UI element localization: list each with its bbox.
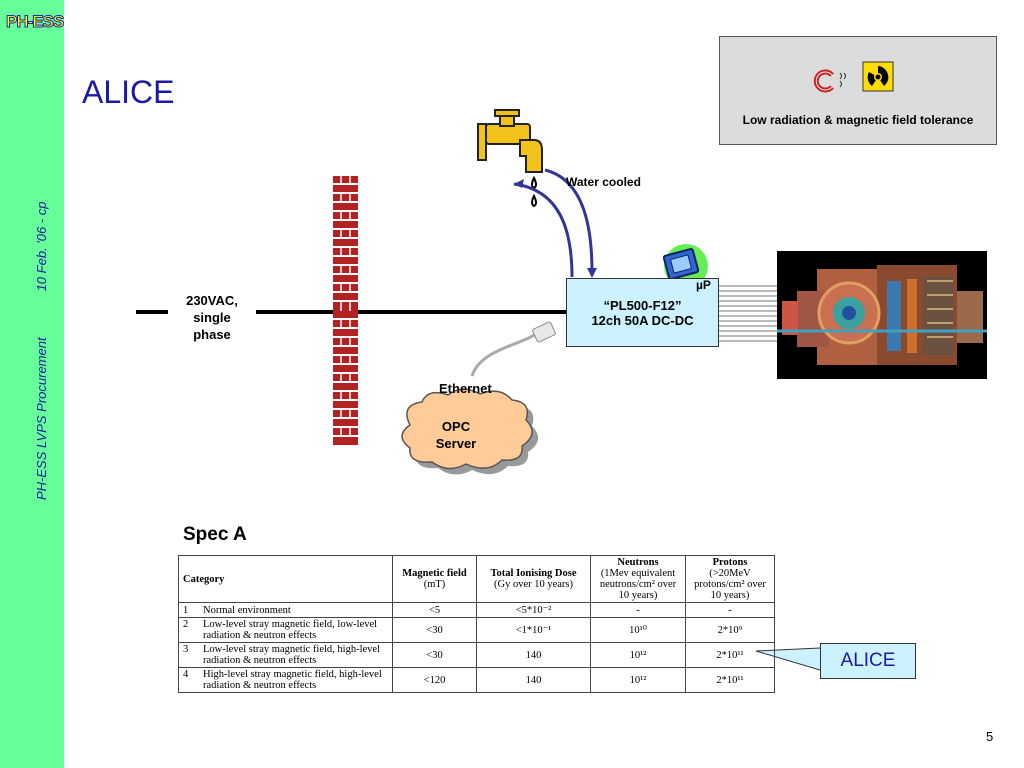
protons-cell: 2*10¹¹ <box>685 642 775 668</box>
row-number: 3 <box>183 644 189 655</box>
page-number: 5 <box>986 729 994 744</box>
callout-text: Low radiation & magnetic field tolerance <box>742 113 974 127</box>
alice-detector-image <box>777 251 987 379</box>
microprocessor-label: µP <box>696 278 711 292</box>
power-label-line: single <box>193 310 231 325</box>
row-category: Normal environment <box>203 604 291 616</box>
category-cell: 3 Low-level stray magnetic field, high-le… <box>178 642 393 668</box>
header-tid-title: Total Ionising Dose <box>490 568 577 579</box>
page-title: ALICE <box>82 74 175 110</box>
cooling-pipes <box>513 168 597 278</box>
opc-label-line: OPC <box>441 419 471 434</box>
spec-table: Category Magnetic field(mT) Total Ionisi… <box>178 555 775 693</box>
ethernet-label: Ethernet <box>439 381 492 396</box>
header-magnetic-title: Magnetic field <box>402 568 467 579</box>
dcdc-model: “PL500-F12” <box>603 297 682 313</box>
tid-cell: 140 <box>476 667 591 693</box>
sidebar: PH-ESS PH-ESS LVPS Procurement10 Feb. '0… <box>0 0 65 768</box>
neutrons-cell: 10¹² <box>590 642 686 668</box>
table-row: 4 High-level stray magnetic field, high-l… <box>178 667 775 693</box>
microprocessor-icon <box>662 244 708 288</box>
protons-cell: - <box>685 602 775 618</box>
header-tid-unit: (Gy over 10 years) <box>493 579 573 590</box>
protons-cell: 2*10⁹ <box>685 617 775 643</box>
header-tid: Total Ionising Dose(Gy over 10 years) <box>476 555 591 603</box>
callout-icons <box>813 61 894 93</box>
row-category: High-level stray magnetic field, high-le… <box>203 669 382 691</box>
spec-title: Spec A <box>183 524 247 545</box>
row-number: 4 <box>183 669 189 680</box>
water-cooled-label: Water cooled <box>566 175 641 189</box>
power-label: 230VAC, single phase <box>172 292 252 343</box>
header-protons-title: Protons <box>712 557 748 568</box>
row-category: Low-level stray magnetic field, low-leve… <box>203 619 378 641</box>
ph-ess-logo: PH-ESS <box>5 12 64 32</box>
power-label-line: 230VAC, <box>186 293 238 308</box>
header-neutrons-unit: (1Mev equivalent neutrons/cm² over 10 ye… <box>599 568 677 601</box>
header-magnetic-unit: (mT) <box>423 579 446 590</box>
magnetic-cell: <120 <box>392 667 477 693</box>
header-protons: Protons(>20MeV protons/cm² over 10 years… <box>685 555 775 603</box>
opc-label-line: Server <box>435 436 477 451</box>
header-neutrons-title: Neutrons <box>617 557 659 568</box>
row-number: 2 <box>183 619 189 630</box>
table-row: 3 Low-level stray magnetic field, high-le… <box>178 642 775 668</box>
tid-cell: <5*10⁻² <box>476 602 591 618</box>
alice-callout-box: ALICE <box>820 643 916 679</box>
category-cell: 1 Normal environment <box>178 602 393 618</box>
tid-cell: <1*10⁻¹ <box>476 617 591 643</box>
header-magnetic: Magnetic field(mT) <box>392 555 477 603</box>
neutrons-cell: 10¹⁰ <box>590 617 686 643</box>
opc-server-label: OPC Server <box>412 418 500 452</box>
table-row: 2 Low-level stray magnetic field, low-lev… <box>178 617 775 643</box>
row-number: 1 <box>183 604 189 616</box>
header-protons-unit: (>20MeV protons/cm² over 10 years) <box>694 568 766 601</box>
output-cables <box>718 285 778 342</box>
tolerance-callout: Low radiation & magnetic field tolerance <box>719 36 997 145</box>
magnetic-cell: <30 <box>392 642 477 668</box>
category-cell: 4 High-level stray magnetic field, high-l… <box>178 667 393 693</box>
table-row: 1 Normal environment <5 <5*10⁻² - - <box>178 602 775 618</box>
magnetic-cell: <30 <box>392 617 477 643</box>
neutrons-cell: 10¹² <box>590 667 686 693</box>
ethernet-cable-icon <box>470 321 556 377</box>
detector-illustration <box>777 251 987 379</box>
brick-wall <box>333 176 358 445</box>
dcdc-converter-box: “PL500-F12” 12ch 50A DC-DC <box>566 278 719 347</box>
radiation-icon <box>862 61 894 92</box>
water-tap-icon <box>477 109 543 208</box>
protons-cell: 2*10¹¹ <box>685 667 775 693</box>
neutrons-cell: - <box>590 602 686 618</box>
power-label-line: phase <box>193 327 231 342</box>
table-header-row: Category Magnetic field(mT) Total Ionisi… <box>178 555 775 603</box>
magnetic-cell: <5 <box>392 602 477 618</box>
header-neutrons: Neutrons(1Mev equivalent neutrons/cm² ov… <box>590 555 686 603</box>
tid-cell: 140 <box>476 642 591 668</box>
dcdc-spec: 12ch 50A DC-DC <box>591 312 694 328</box>
opc-cloud-shape <box>401 388 539 475</box>
header-category: Category <box>178 555 393 603</box>
row-category: Low-level stray magnetic field, high-lev… <box>203 644 380 666</box>
magnet-icon <box>813 69 846 93</box>
category-cell: 2 Low-level stray magnetic field, low-lev… <box>178 617 393 643</box>
